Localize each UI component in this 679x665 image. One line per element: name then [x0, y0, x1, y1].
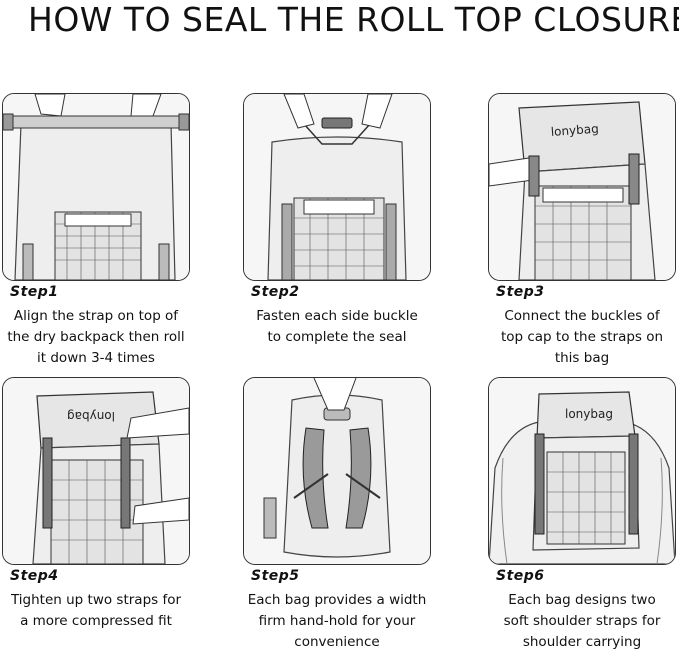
brand-mark: lonybag: [67, 409, 115, 423]
caption-line: to complete the seal: [267, 329, 407, 345]
caption-line: Each bag designs two: [508, 592, 656, 608]
caption-line: Each bag provides a width: [247, 592, 427, 608]
caption-line: it down 3-4 times: [37, 350, 155, 366]
step-2-label: Step2: [251, 284, 300, 300]
step-2-illustration: [243, 93, 431, 281]
caption-line: this bag: [554, 350, 610, 366]
step-3-label: Step3: [496, 284, 545, 300]
step-5-illustration: [243, 377, 431, 565]
step-2-caption: Fasten each side buckle to complete the …: [237, 306, 437, 348]
hand-hold-illustration: [244, 378, 430, 564]
step-6-caption: Each bag designs two soft shoulder strap…: [482, 590, 679, 653]
caption-line: Tighten up two straps for: [10, 592, 182, 608]
step-6-illustration: lonybag: [488, 377, 676, 565]
caption-line: a more compressed fit: [20, 613, 172, 629]
step-4-illustration: lonybag: [2, 377, 190, 565]
roll-top-strap-illustration: [3, 94, 189, 280]
caption-line: Align the strap on top of: [13, 308, 179, 324]
step-4-caption: Tighten up two straps for a more compres…: [0, 590, 196, 632]
caption-line: Fasten each side buckle: [256, 308, 418, 324]
caption-line: convenience: [294, 634, 380, 650]
caption-line: the dry backpack then roll: [7, 329, 185, 345]
step-1-illustration: [2, 93, 190, 281]
page-title: HOW TO SEAL THE ROLL TOP CLOSURE: [28, 0, 679, 39]
side-buckle-illustration: [244, 94, 430, 280]
step-5-label: Step5: [251, 568, 300, 584]
step-6-label: Step6: [496, 568, 545, 584]
tighten-straps-illustration: lonybag: [3, 378, 189, 564]
brand-mark: lonybag: [565, 407, 613, 421]
step-1-caption: Align the strap on top of the dry backpa…: [0, 306, 196, 369]
top-cap-buckle-illustration: lonybag: [489, 94, 675, 280]
step-3-illustration: lonybag: [488, 93, 676, 281]
step-3-caption: Connect the buckles of top cap to the st…: [482, 306, 679, 369]
step-5-caption: Each bag provides a width firm hand-hold…: [237, 590, 437, 653]
step-4-label: Step4: [10, 568, 59, 584]
caption-line: soft shoulder straps for: [503, 613, 661, 629]
step-1-label: Step1: [10, 284, 59, 300]
caption-line: top cap to the straps on: [500, 329, 664, 345]
caption-line: Connect the buckles of: [504, 308, 660, 324]
caption-line: firm hand-hold for your: [258, 613, 416, 629]
brand-mark: lonybag: [550, 122, 599, 139]
caption-line: shoulder carrying: [522, 634, 642, 650]
shoulder-carry-illustration: lonybag: [489, 378, 675, 564]
